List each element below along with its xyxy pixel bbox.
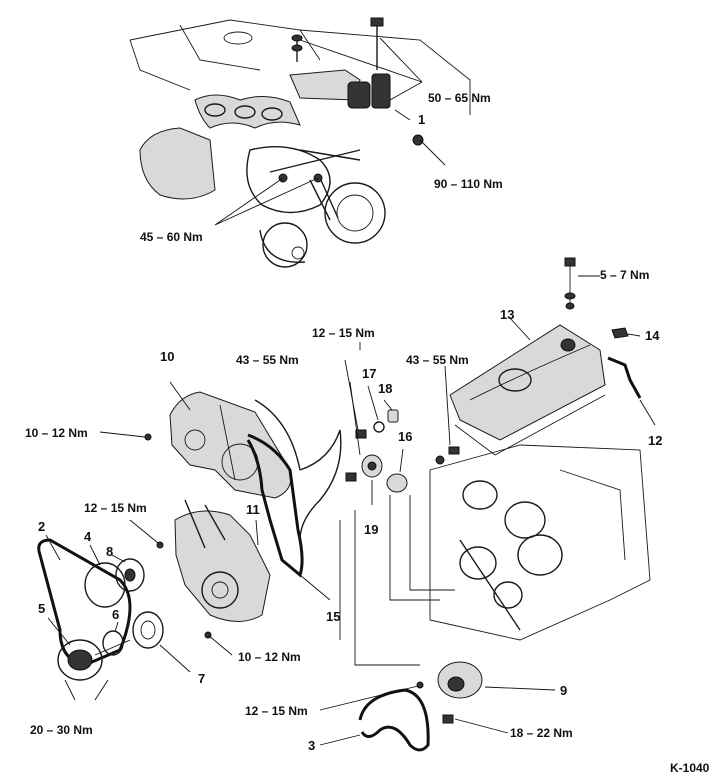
part-number-14: 14 — [645, 328, 660, 343]
torque-label-12-15-mid: 12 – 15 Nm — [84, 501, 147, 515]
part-number-18: 18 — [378, 381, 393, 396]
torque-label-10-12-upper: 10 – 12 Nm — [25, 426, 88, 440]
idler-pulley — [416, 661, 483, 724]
part-number-13: 13 — [500, 307, 515, 322]
turbo-exhaust-assembly — [129, 17, 471, 268]
part-number-2: 2 — [38, 519, 46, 534]
torque-label-43-55-right: 43 – 55 Nm — [406, 353, 469, 367]
part-number-11: 11 — [246, 502, 260, 517]
torque-label-18-22: 18 – 22 Nm — [510, 726, 573, 740]
part-number-7: 7 — [198, 671, 206, 686]
timing-belt — [246, 433, 304, 578]
drive-belt — [358, 688, 430, 752]
torque-label-90-110: 90 – 110 Nm — [434, 177, 503, 191]
tensioner-parts — [345, 409, 460, 493]
torque-label-10-12-lower: 10 – 12 Nm — [238, 650, 301, 664]
torque-label-5-7: 5 – 7 Nm — [600, 268, 650, 282]
part-number-1: 1 — [418, 112, 426, 127]
part-number-19: 19 — [364, 522, 379, 537]
part-number-3: 3 — [308, 738, 316, 753]
torque-label-12-15-top: 12 – 15 Nm — [312, 326, 375, 340]
part-number-12: 12 — [648, 433, 663, 448]
part-number-17: 17 — [362, 366, 377, 381]
torque-label-45-60: 45 – 60 Nm — [140, 230, 203, 244]
torque-label-50-65: 50 – 65 Nm — [428, 91, 491, 105]
part-number-9: 9 — [560, 683, 568, 698]
torque-label-20-30: 20 – 30 Nm — [30, 723, 93, 737]
cylinder-head-cover — [449, 324, 606, 456]
timing-cover-lower — [174, 499, 271, 622]
part-number-8: 8 — [106, 544, 114, 559]
part-number-16: 16 — [398, 429, 413, 444]
figure-code: K-1040 — [670, 761, 710, 775]
torque-label-43-55-left: 43 – 55 Nm — [236, 353, 299, 367]
torque-label-12-15-bottom: 12 – 15 Nm — [245, 704, 308, 718]
part-number-5: 5 — [38, 601, 46, 616]
part-number-10: 10 — [160, 349, 175, 364]
pulley-group — [37, 538, 164, 681]
part-number-4: 4 — [84, 529, 92, 544]
part-number-6: 6 — [112, 607, 120, 622]
breather-hose — [607, 356, 642, 399]
part-number-15: 15 — [326, 609, 341, 624]
engine-block — [429, 444, 651, 641]
